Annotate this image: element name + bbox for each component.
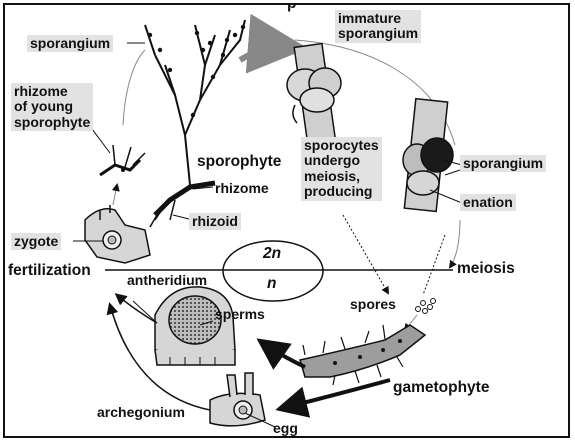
egg-to-fertilization-arrow xyxy=(106,302,211,411)
spore-cluster xyxy=(415,298,436,314)
label-meiosis: meiosis xyxy=(457,260,515,277)
young-sporophyte xyxy=(99,144,146,177)
label-sporangium-right: sporangium xyxy=(460,155,547,173)
gametophyte-body xyxy=(299,324,427,386)
label-gametophyte: gametophyte xyxy=(393,379,490,396)
sporophyte-plant xyxy=(144,19,246,228)
zygote-to-young-arrow xyxy=(111,183,120,206)
sperm-to-fertilization-arrow xyxy=(114,293,158,324)
label-antheridium: antheridium xyxy=(127,272,208,288)
label-sperms: sperms xyxy=(215,306,265,322)
antheridium xyxy=(154,286,236,366)
diagram-frame: p sporangium immature sporangium rhizome… xyxy=(3,3,570,438)
mature-sporangium-stem xyxy=(402,97,461,213)
title-fragment: p xyxy=(287,3,297,12)
spore-dotted-arrow-2 xyxy=(422,234,446,296)
label-immature-sporangium: immature sporangium xyxy=(335,10,422,43)
cycle-arc-right xyxy=(448,219,461,269)
label-egg: egg xyxy=(273,420,298,436)
label-sporophyte: sporophyte xyxy=(197,153,282,170)
sporangium-dots xyxy=(147,24,246,118)
label-zygote: zygote xyxy=(11,233,62,251)
cycle-arc-left-top xyxy=(122,49,146,126)
arrow-to-archegonium xyxy=(275,378,391,418)
spore-dotted-arrow-1 xyxy=(342,214,389,295)
life-cycle-illustration xyxy=(73,13,463,428)
zygote-archegonium xyxy=(84,205,151,264)
label-rhizome: rhizome xyxy=(215,180,269,196)
immature-sporangium-stem xyxy=(286,42,342,148)
label-sporocytes: sporocytes undergo meiosis, producing xyxy=(301,137,382,201)
label-rhizoid: rhizoid xyxy=(189,213,241,231)
leader-lines xyxy=(73,42,463,428)
label-archegonium: archegonium xyxy=(97,404,185,420)
ploidy-ellipse xyxy=(222,240,324,302)
arrow-to-immature xyxy=(238,13,308,74)
label-enation: enation xyxy=(460,194,516,212)
label-2n: 2n xyxy=(263,245,282,262)
label-rhizome-young-sporophyte: rhizome of young sporophyte xyxy=(11,83,94,132)
label-n: n xyxy=(267,275,277,292)
label-spores: spores xyxy=(350,296,396,312)
arrow-to-antheridium xyxy=(256,338,306,370)
label-fertilization: fertilization xyxy=(8,262,91,279)
label-sporangium-top: sporangium xyxy=(27,35,114,53)
